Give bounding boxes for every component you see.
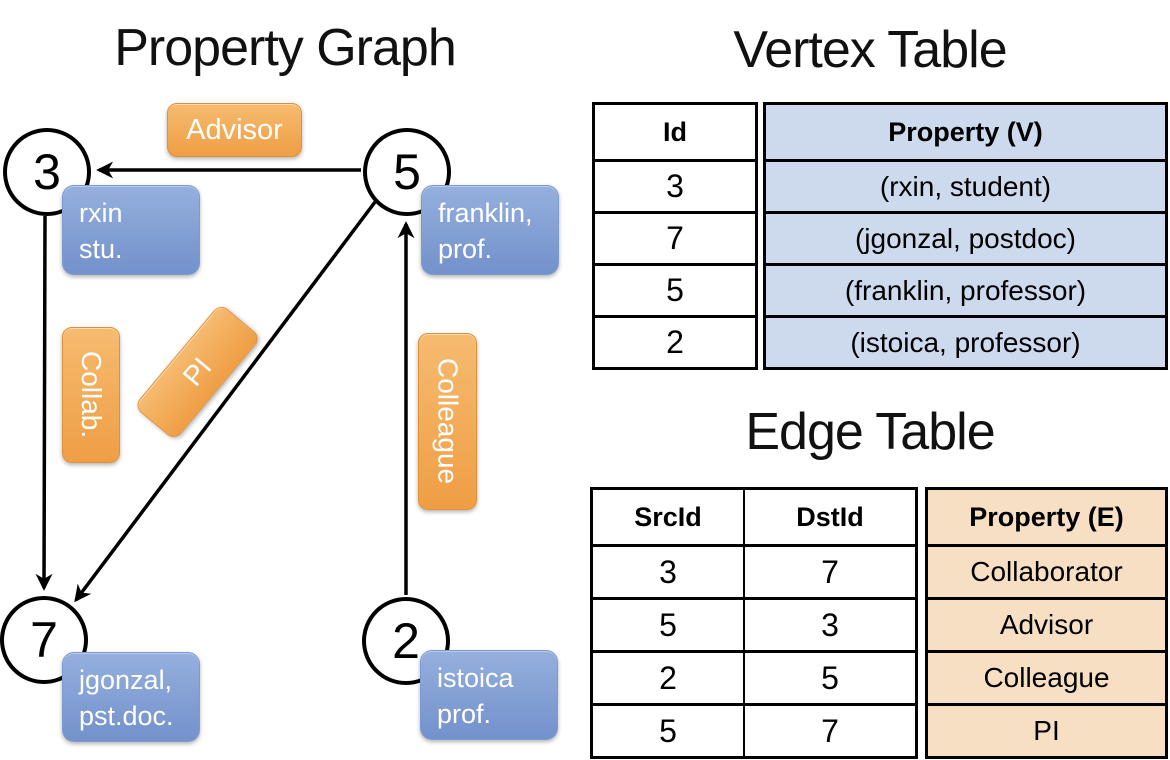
edge-label-collab: Collab. — [62, 327, 120, 463]
edge-table-cell-src: 3 — [659, 553, 677, 590]
edge-table-title: Edge Table — [745, 403, 995, 461]
vertex-table-cell-property: (rxin, student) — [766, 159, 1165, 211]
property-box-franklin: franklin, prof. — [421, 185, 559, 275]
property-box-rxin: rxin stu. — [62, 185, 200, 275]
vertex-table-cell-property: (istoica, professor) — [766, 315, 1165, 367]
vertex-table-cell-property: (franklin, professor) — [766, 263, 1165, 315]
edge-table-header-row: SrcId DstId — [593, 490, 915, 544]
edge-table-cell-property: Colleague — [928, 650, 1165, 703]
edge-table-property-column: Property (E) Collaborator Advisor Collea… — [925, 487, 1168, 759]
edge-table-cell-dst: 3 — [743, 600, 915, 650]
edge-3-to-7 — [35, 215, 53, 591]
vertex-table-cell-id: 7 — [595, 211, 755, 263]
edge-table-row: 5 3 — [593, 597, 915, 650]
property-box-jgonzal: jgonzal, pst.doc. — [62, 652, 200, 742]
edge-table-cell-dst: 7 — [743, 706, 915, 756]
edge-table-cell-src: 5 — [659, 606, 677, 643]
edge-table-cell-property: Advisor — [928, 597, 1165, 650]
property-box-franklin-line2: prof. — [438, 233, 493, 264]
edge-table-header-dstid: DstId — [743, 490, 915, 544]
property-box-istoica: istoica prof. — [420, 650, 558, 740]
edge-table-row: 5 7 — [593, 703, 915, 756]
property-box-rxin-line1: rxin — [79, 198, 123, 228]
property-box-istoica-line2: prof. — [437, 698, 492, 729]
vertex-table-cell-id: 5 — [595, 263, 755, 315]
vertex-table-title: Vertex Table — [733, 21, 1007, 79]
edge-table-row: 2 5 — [593, 650, 915, 703]
node-5-label: 5 — [393, 144, 421, 200]
vertex-table-property-column: Property (V) (rxin, student) (jgonzal, p… — [763, 102, 1168, 370]
property-box-istoica-line1: istoica — [437, 663, 514, 693]
vertex-table-header-property: Property (V) — [766, 105, 1165, 159]
property-graph-title: Property Graph — [114, 19, 457, 77]
edge-label-advisor: Advisor — [167, 103, 302, 157]
property-box-franklin-line1: franklin, — [438, 198, 533, 228]
vertex-table-cell-id: 2 — [595, 315, 755, 367]
edge-table-row: 3 7 — [593, 544, 915, 597]
edge-table-cell-src: 5 — [659, 712, 677, 749]
edge-table-cell-dst: 7 — [743, 547, 915, 597]
property-box-jgonzal-line2: pst.doc. — [79, 700, 174, 731]
node-3-label: 3 — [33, 144, 61, 200]
edge-table-cell-property: Collaborator — [928, 544, 1165, 597]
vertex-table-id-column: Id 3 7 5 2 — [592, 102, 758, 370]
edge-table-cell-src: 2 — [659, 659, 677, 696]
edge-table-header-property: Property (E) — [928, 490, 1165, 544]
vertex-table-cell-property: (jgonzal, postdoc) — [766, 211, 1165, 263]
node-7-label: 7 — [30, 612, 58, 668]
graph-edges — [35, 161, 415, 603]
edge-5-to-7 — [74, 200, 377, 603]
node-2-label: 2 — [392, 613, 420, 669]
vertex-table-header-id: Id — [663, 116, 687, 147]
vertex-node-5: 5 — [363, 128, 451, 216]
vertex-node-2: 2 — [362, 597, 450, 685]
edge-table-src-dst-columns: SrcId DstId 3 7 5 3 2 5 5 7 — [590, 487, 918, 759]
property-box-jgonzal-line1: jgonzal, — [79, 665, 173, 695]
edge-table-cell-property: PI — [928, 703, 1165, 756]
property-box-rxin-line2: stu. — [79, 233, 123, 264]
edge-table-header-srcid: SrcId — [634, 501, 702, 532]
vertex-table-cell-id: 3 — [595, 159, 755, 211]
edge-table-cell-dst: 5 — [743, 653, 915, 703]
edge-label-colleague: Colleague — [418, 333, 477, 510]
